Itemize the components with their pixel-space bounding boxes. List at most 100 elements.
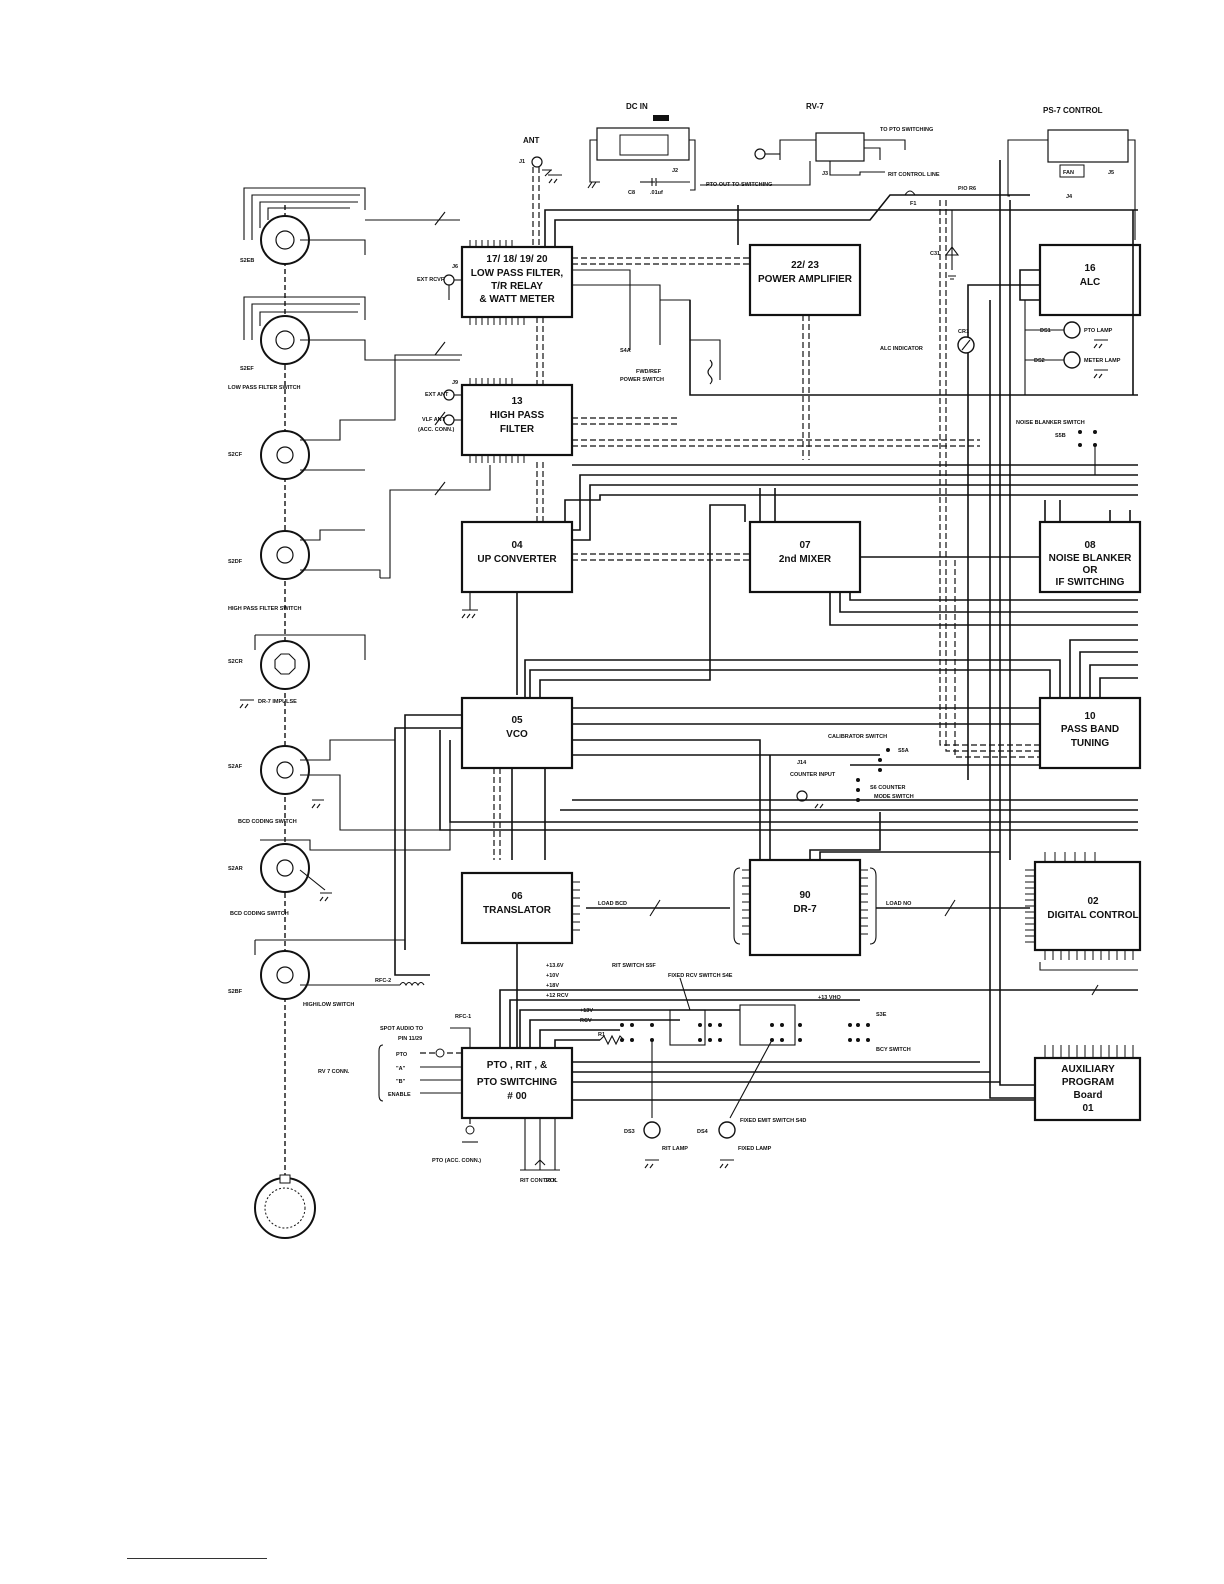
block-auxiliary-program: AUXILIARY PROGRAM Board 01: [1033, 1045, 1142, 1122]
vlf-ant-label: VLF ANT: [422, 417, 446, 423]
lpf-number: 17/ 18/ 19/ 20: [486, 254, 548, 265]
ds2-label: DS2: [1034, 358, 1045, 364]
pto-acc-label: PTO (ACC. CONN.): [432, 1158, 481, 1164]
s4a-label: S4A: [620, 348, 631, 354]
switch-s2cf: S2CF: [228, 430, 310, 480]
block-2nd-mixer: 07 2nd MIXER: [748, 520, 862, 594]
rit-switch-label: RIT SWITCH S5F: [612, 963, 656, 969]
hpf-title: HIGH PASS: [490, 410, 545, 421]
ext-ant-label: EXT ANT: [425, 392, 449, 398]
upconv-number: 04: [511, 540, 523, 551]
s5b-label: S5B: [1055, 433, 1066, 439]
digital-title: DIGITAL CONTROL: [1047, 910, 1138, 921]
wire-label-2: +10V: [546, 973, 559, 979]
spot-audio-label: SPOT AUDIO TO: [380, 1026, 424, 1032]
load-no-label: LOAD NO: [886, 901, 912, 907]
cap-value-label: .01uf: [650, 190, 663, 196]
rv7-conn-label: RV 7 CONN.: [318, 1069, 350, 1075]
po-r6-label: P/O R6: [958, 186, 976, 192]
pin-label: PIN 11/29: [398, 1036, 422, 1042]
j1-label: J1: [519, 159, 525, 165]
bottom-knob: [254, 1174, 316, 1239]
rfc2-label: RFC-2: [375, 978, 391, 984]
footer-rule: [127, 1558, 267, 1559]
alc-indicator-label: ALC INDICATOR: [880, 346, 923, 352]
lpf-title: LOW PASS FILTER,: [471, 268, 564, 279]
switch-s2ar: S2AR BCD CODING SWITCH: [228, 843, 310, 917]
c8-label: C8: [628, 190, 635, 196]
dr7-impulse-label: DR-7 IMPULSE: [258, 699, 297, 705]
j6-label: J6: [452, 264, 458, 270]
wire-label-1: +13.6V: [546, 963, 564, 969]
nb-subtitle: IF SWITCHING: [1056, 577, 1125, 588]
lpf-subtitle-2: & WATT METER: [479, 294, 555, 305]
bcd-coding-switch-2-label: BCD CODING SWITCH: [230, 911, 289, 917]
nb-or: OR: [1083, 565, 1099, 576]
block-digital-control: 02 DIGITAL CONTROL: [1025, 852, 1142, 960]
ant-label: ANT: [523, 136, 540, 145]
counter-input-label: COUNTER INPUT: [790, 772, 836, 778]
dc-in-connector: DC IN J2 C8 .01uf: [596, 102, 690, 196]
vco-number: 05: [511, 715, 523, 726]
s6-label: S6 COUNTER: [870, 785, 905, 791]
j14-label: J14: [797, 760, 807, 766]
rfc1-label: RFC-1: [455, 1014, 471, 1020]
s5a-label: S5A: [898, 748, 909, 754]
translator-title: TRANSLATOR: [483, 905, 552, 916]
ext-rcvr-label: EXT RCVR: [417, 277, 445, 283]
block-alc: 16 ALC: [1038, 243, 1142, 317]
translator-number: 06: [511, 891, 523, 902]
cal-switch-label: CALIBRATOR SWITCH: [828, 734, 887, 740]
ps7-label: PS-7 CONTROL: [1043, 106, 1103, 115]
j3-label: J3: [822, 171, 828, 177]
wire-label-6: RCV: [580, 1018, 592, 1024]
pto-title: PTO , RIT , &: [487, 1060, 547, 1071]
j4-label: J4: [1066, 194, 1073, 200]
enable-input-label: ENABLE: [388, 1092, 411, 1098]
s3e-label: S3E: [876, 1012, 887, 1018]
s2bf-label: S2BF: [228, 989, 243, 995]
rit-resistor-label: 10 K: [545, 1178, 557, 1184]
j2-label: J2: [672, 168, 678, 174]
switch-s2af: S2AF BCD CODING SWITCH: [228, 745, 310, 825]
fixed-lamp-label: FIXED LAMP: [738, 1146, 772, 1152]
b-input-label: "B": [396, 1079, 406, 1085]
bcd-coding-switch-1-label: BCD CODING SWITCH: [238, 819, 297, 825]
s2df-label: S2DF: [228, 559, 243, 565]
lpf-switch-label: LOW PASS FILTER SWITCH: [228, 385, 301, 391]
high-low-switch-label: HIGH/LOW SWITCH: [303, 1002, 354, 1008]
meter-lamp-label: METER LAMP: [1084, 358, 1121, 364]
alc-number: 16: [1084, 263, 1096, 274]
block-noise-blanker: 08 NOISE BLANKER OR IF SWITCHING: [1038, 520, 1142, 594]
hpf-number: 13: [511, 396, 523, 407]
mode-switch-label: MODE SWITCH: [874, 794, 914, 800]
fixed-rcv-switch-label: FIXED RCV SWITCH S4E: [668, 973, 733, 979]
s2ar-label: S2AR: [228, 866, 243, 872]
ds1-label: DS1: [1040, 328, 1051, 334]
lpf-subtitle-1: T/R RELAY: [491, 281, 543, 292]
cr1-label: CR1: [958, 329, 969, 335]
hpf-subtitle: FILTER: [500, 424, 535, 435]
upconv-title: UP CONVERTER: [477, 554, 557, 565]
acc-conn-label: (ACC. CONN.): [418, 427, 455, 433]
c31-label: C31: [930, 251, 940, 257]
switch-contacts: [620, 1004, 870, 1046]
ds4-label: DS4: [697, 1129, 709, 1135]
resistor-label: R1: [598, 1032, 605, 1038]
switch-s2bf: S2BF HIGH/LOW SWITCH: [228, 950, 354, 1008]
block-pto-switching: PTO , RIT , & PTO SWITCHING # 00: [460, 1046, 574, 1120]
digital-number: 02: [1087, 896, 1099, 907]
s2ef-label: S2EF: [240, 366, 254, 372]
dc-in-label: DC IN: [626, 102, 648, 111]
switch-s2cr: S2CR DR-7 IMPULSE: [228, 640, 310, 705]
ds3-label: DS3: [624, 1129, 635, 1135]
rit-lamp-label: RIT LAMP: [662, 1146, 688, 1152]
block-lpf: 17/ 18/ 19/ 20 LOW PASS FILTER, T/R RELA…: [460, 240, 574, 325]
mixer-title: 2nd MIXER: [779, 554, 832, 565]
f1-label: F1: [910, 201, 916, 207]
to-pto-switching-label: TO PTO SWITCHING: [880, 127, 933, 133]
nb-title: NOISE BLANKER: [1049, 553, 1133, 564]
ps7-control-connector: PS-7 CONTROL FAN J4 J5: [1043, 106, 1129, 200]
block-vco: 05 VCO: [460, 696, 574, 770]
